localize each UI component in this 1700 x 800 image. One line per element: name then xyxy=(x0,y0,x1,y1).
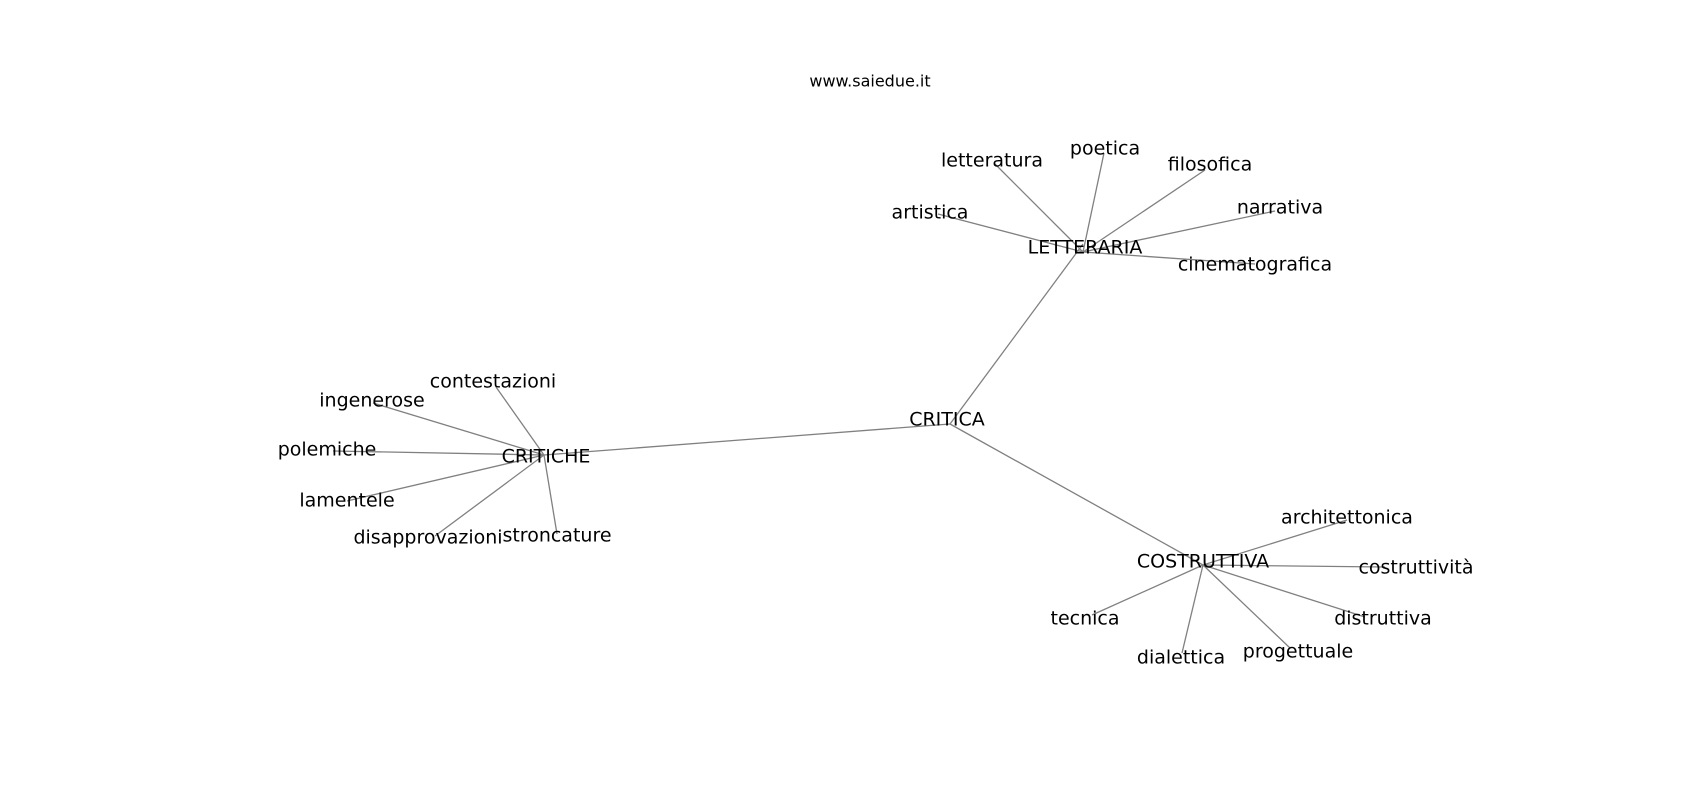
edge-costruttiva-architettonica xyxy=(1202,519,1348,566)
edge-critiche-polemiche xyxy=(332,450,545,456)
edge-letteraria-artistica xyxy=(937,213,1084,253)
edge-letteraria-filosofica xyxy=(1082,169,1206,253)
node-label-ingenerose: ingenerose xyxy=(319,390,424,412)
edge-letteraria-narrativa xyxy=(1082,210,1276,253)
edge-costruttiva-costruttivita xyxy=(1202,564,1386,568)
node-label-tecnica: tecnica xyxy=(1051,608,1120,630)
node-label-filosofica: filosofica xyxy=(1168,154,1252,176)
edge-critica-critiche xyxy=(543,423,951,456)
node-label-letteratura: letteratura xyxy=(941,150,1043,172)
node-label-polemiche: polemiche xyxy=(278,439,377,461)
node-label-progettuale: progettuale xyxy=(1243,641,1353,663)
node-label-critica: CRITICA xyxy=(909,409,985,431)
edge-costruttiva-distruttiva xyxy=(1202,564,1366,618)
node-label-dialettica: dialettica xyxy=(1137,647,1225,669)
labels-layer: CRITICA LETTERARIA CRITICHE COSTRUTTIVA lett… xyxy=(278,138,1474,669)
node-label-letteraria: LETTERARIA xyxy=(1028,237,1143,259)
edge-costruttiva-progettuale xyxy=(1202,564,1291,649)
edge-critiche-disapprovazioni xyxy=(434,454,545,537)
node-label-artistica: artistica xyxy=(892,202,969,224)
edge-costruttiva-dialettica xyxy=(1181,564,1204,654)
edge-costruttiva-tecnica xyxy=(1091,564,1204,616)
node-label-distruttiva: distruttiva xyxy=(1334,608,1432,630)
node-label-costruttiva: COSTRUTTIVA xyxy=(1137,551,1269,573)
node-label-lamentele: lamentele xyxy=(299,490,394,512)
edge-critiche-stroncature xyxy=(543,454,558,535)
edge-letteraria-letteratura xyxy=(994,163,1084,253)
node-label-stroncature: stroncature xyxy=(502,525,611,547)
edge-critiche-contestazioni xyxy=(495,386,545,456)
edge-critica-costruttiva xyxy=(949,423,1204,566)
edge-letteraria-cinematografica xyxy=(1082,251,1256,265)
edge-letteraria-poetica xyxy=(1082,152,1105,253)
node-label-poetica: poetica xyxy=(1070,138,1140,160)
edge-critica-letteraria xyxy=(949,243,1084,425)
node-label-disapprovazioni: disapprovazioni xyxy=(353,527,502,549)
edge-critiche-lamentele xyxy=(346,454,545,502)
watermark-text: www.saiedue.it xyxy=(809,72,930,91)
node-label-costruttivita: costruttività xyxy=(1358,557,1473,579)
node-label-narrativa: narrativa xyxy=(1237,197,1323,219)
node-label-critiche: CRITICHE xyxy=(502,446,591,468)
node-label-contestazioni: contestazioni xyxy=(430,371,556,393)
edge-critiche-ingenerose xyxy=(372,402,545,456)
node-label-architettonica: architettonica xyxy=(1281,507,1413,529)
node-label-cinematografica: cinematografica xyxy=(1178,254,1332,276)
edges-layer xyxy=(332,152,1386,654)
